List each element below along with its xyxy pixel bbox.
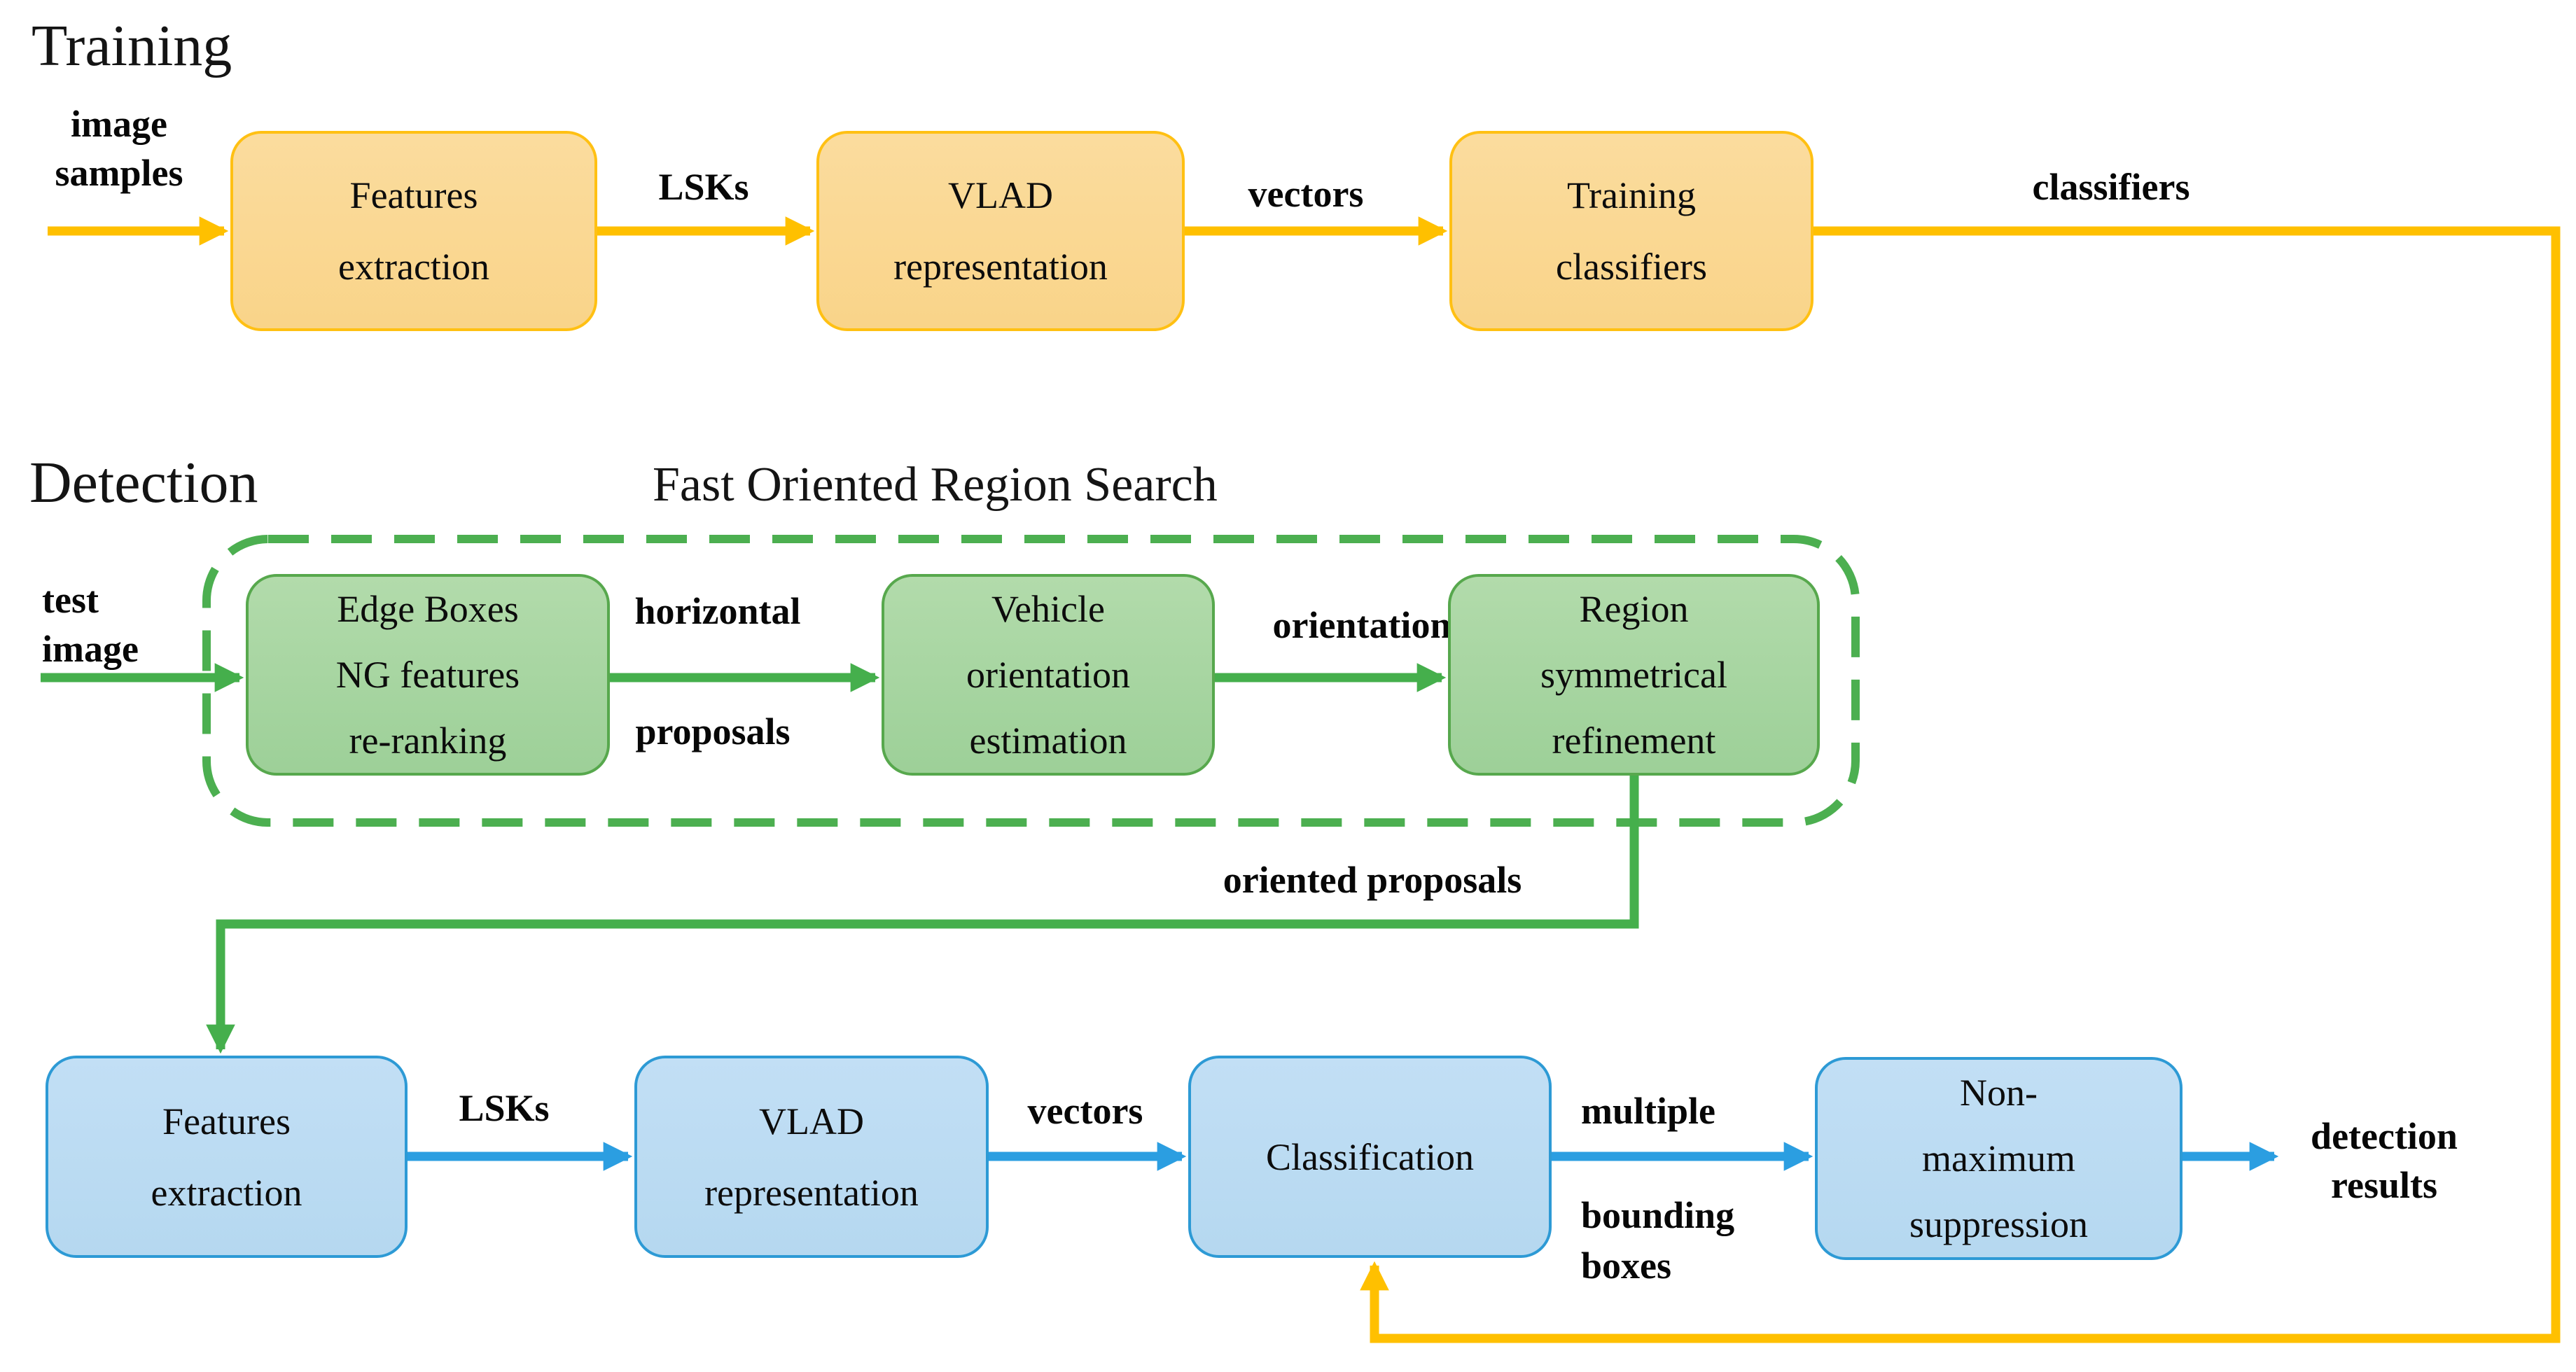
vlad-representation-detection-box: VLAD representation bbox=[634, 1056, 989, 1258]
multiple-label: multiple bbox=[1581, 1090, 1716, 1132]
orientation-label: orientation bbox=[1272, 604, 1451, 646]
lsks-label-detection: LSKs bbox=[459, 1087, 550, 1129]
fors-dashed-group-border bbox=[202, 535, 1860, 827]
edge-boxes-reranking-box: Edge Boxes NG features re-ranking bbox=[246, 574, 610, 776]
features-extraction-detection-box: Features extraction bbox=[46, 1056, 408, 1258]
test-image-label: test image bbox=[42, 579, 139, 670]
detection-section-title: Detection bbox=[29, 450, 258, 515]
classification-box: Classification bbox=[1188, 1056, 1552, 1258]
fors-group-title: Fast Oriented Region Search bbox=[653, 458, 1218, 512]
image-samples-label: image samples bbox=[55, 103, 183, 194]
features-extraction-training-box: Features extraction bbox=[230, 131, 597, 331]
detection-results-label: detection results bbox=[2311, 1115, 2458, 1206]
non-maximum-suppression-box: Non- maximum suppression bbox=[1815, 1057, 2182, 1260]
classifiers-label: classifiers bbox=[2032, 166, 2190, 208]
bounding-boxes-label: bounding boxes bbox=[1581, 1194, 1735, 1287]
vectors-label-detection: vectors bbox=[1027, 1090, 1143, 1132]
training-classifiers-box: Training classifiers bbox=[1449, 131, 1813, 331]
connector-oriented-proposals-to-features bbox=[206, 773, 1639, 1054]
connector-classifiers-to-classification bbox=[1360, 226, 2561, 1343]
proposals-label: proposals bbox=[635, 710, 791, 752]
oriented-proposals-label: oriented proposals bbox=[1223, 859, 1522, 901]
horizontal-label: horizontal bbox=[634, 590, 801, 632]
vlad-representation-training-box: VLAD representation bbox=[816, 131, 1185, 331]
region-symmetrical-refinement-box: Region symmetrical refinement bbox=[1448, 574, 1820, 776]
lsks-label-training: LSKs bbox=[658, 166, 749, 208]
training-section-title: Training bbox=[32, 13, 232, 78]
vectors-label-training: vectors bbox=[1248, 173, 1364, 215]
vehicle-orientation-estimation-box: Vehicle orientation estimation bbox=[882, 574, 1215, 776]
